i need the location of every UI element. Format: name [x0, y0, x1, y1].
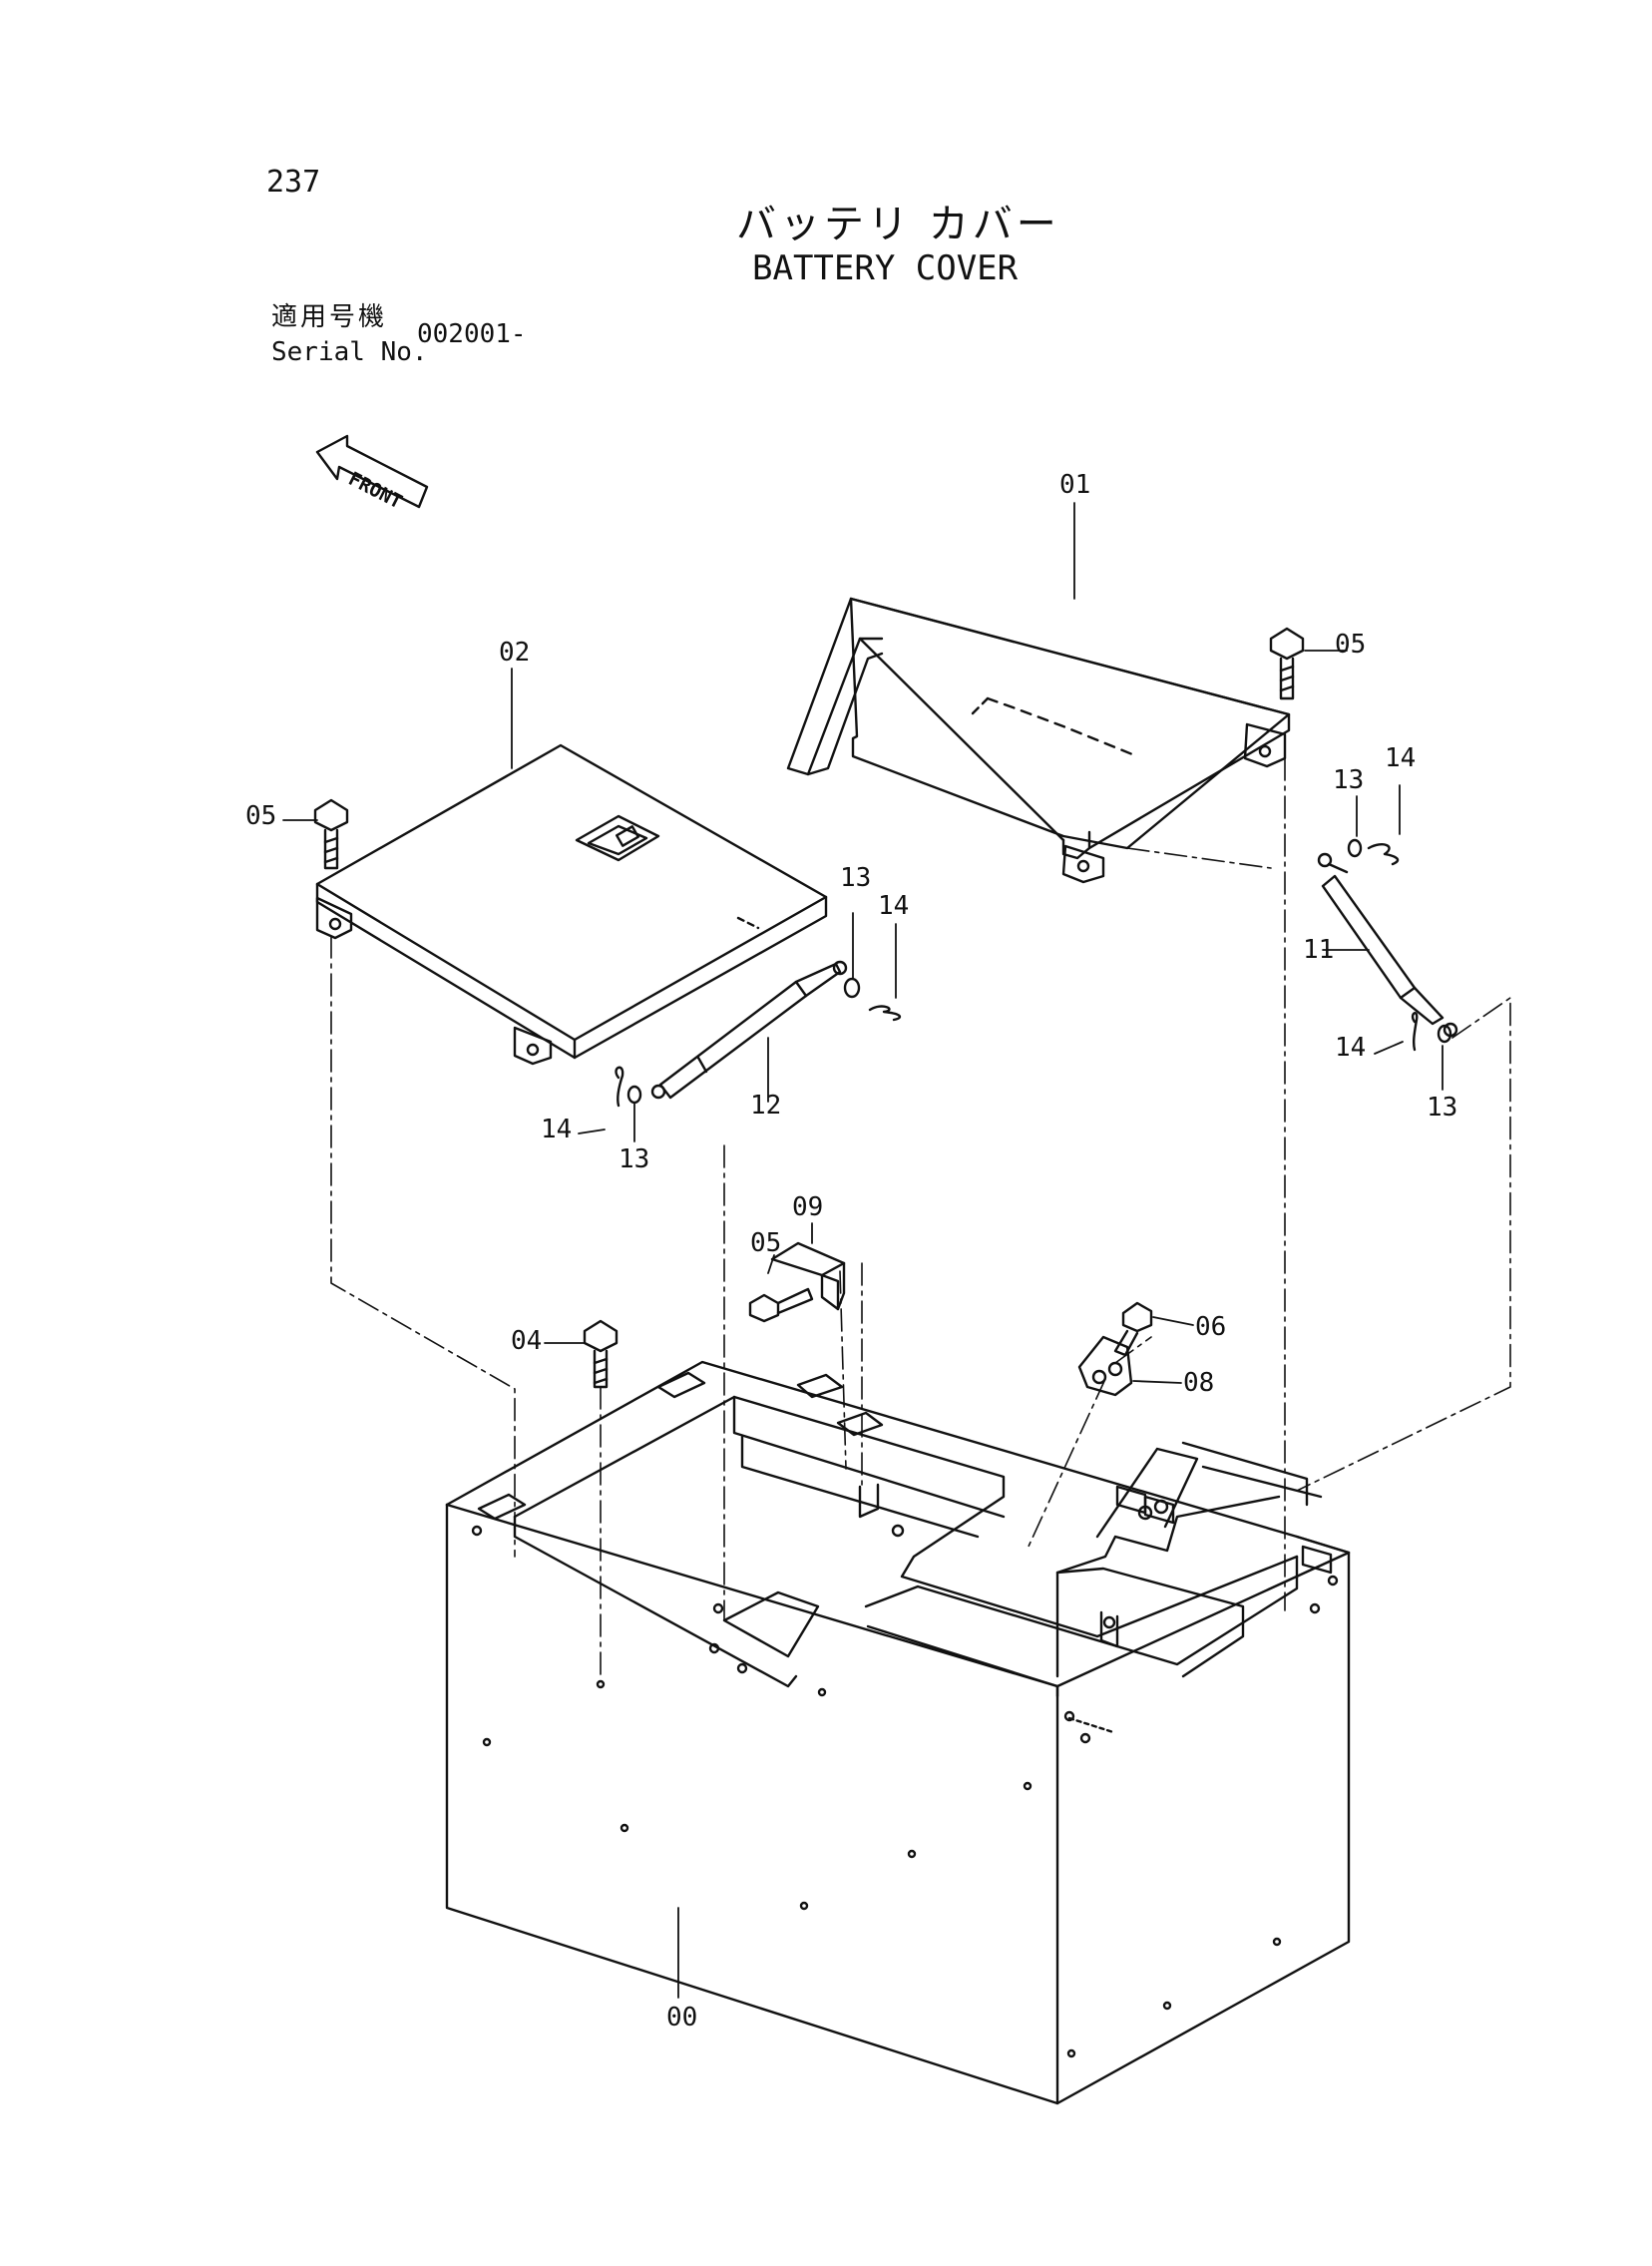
- serial-number-value: 002001-: [417, 319, 527, 349]
- callout-05-right: 05: [1335, 630, 1366, 660]
- callout-09: 09: [792, 1192, 823, 1222]
- bolt-part-05-right: [1269, 627, 1305, 700]
- callout-13-right-top: 13: [1333, 765, 1364, 795]
- callout-14-center-top: 14: [878, 891, 909, 921]
- callout-11: 11: [1303, 935, 1334, 965]
- callout-12: 12: [750, 1091, 781, 1121]
- callout-13-center-top: 13: [840, 863, 871, 893]
- page-number: 237: [266, 165, 321, 200]
- callout-14-left: 14: [541, 1115, 572, 1144]
- battery-box-part-00: [445, 1360, 1351, 2105]
- washers-part-13: [626, 838, 1452, 1105]
- callout-13-left: 13: [619, 1144, 649, 1174]
- callout-05-center: 05: [750, 1228, 781, 1258]
- callout-04: 04: [511, 1326, 542, 1356]
- cover-part-02: [315, 743, 828, 1066]
- front-arrow-label: FRONT: [345, 468, 406, 514]
- callout-06: 06: [1195, 1312, 1226, 1342]
- callout-00: 00: [666, 2003, 697, 2033]
- pins-part-14: [615, 843, 1419, 1108]
- callout-13-right-bottom: 13: [1427, 1093, 1457, 1123]
- callout-01: 01: [1059, 470, 1090, 500]
- bracket-part-09: [770, 1241, 846, 1311]
- title-japanese: バッテリ カバー: [736, 202, 1060, 247]
- callout-02: 02: [499, 638, 530, 668]
- bolt-part-05-left: [313, 798, 349, 870]
- bolt-part-04: [583, 1319, 619, 1389]
- callout-14-right-top: 14: [1385, 743, 1416, 773]
- callout-leaders: [282, 502, 1444, 1999]
- callout-labels: 01 02 05 05 14 13 13 14 11 14 12 13 14 1…: [245, 470, 1457, 2033]
- serial-number-label: Serial No.: [271, 337, 428, 367]
- title-english: BATTERY COVER: [752, 248, 1019, 288]
- callout-05-left: 05: [245, 801, 276, 831]
- front-arrow: FRONT: [315, 434, 429, 514]
- callout-08: 08: [1183, 1368, 1214, 1398]
- bolt-part-06: [1113, 1301, 1153, 1357]
- cover-part-01: [786, 597, 1291, 884]
- callout-14-right-bottom: 14: [1335, 1033, 1366, 1063]
- bolt-part-05-center: [748, 1287, 814, 1323]
- applicability-label-japanese: 適用号機: [271, 302, 388, 332]
- assembly-lines: [330, 757, 1511, 1677]
- bracket-part-08: [1077, 1335, 1133, 1397]
- gas-spring-part-12: [650, 960, 848, 1100]
- gas-spring-part-11: [1317, 852, 1458, 1038]
